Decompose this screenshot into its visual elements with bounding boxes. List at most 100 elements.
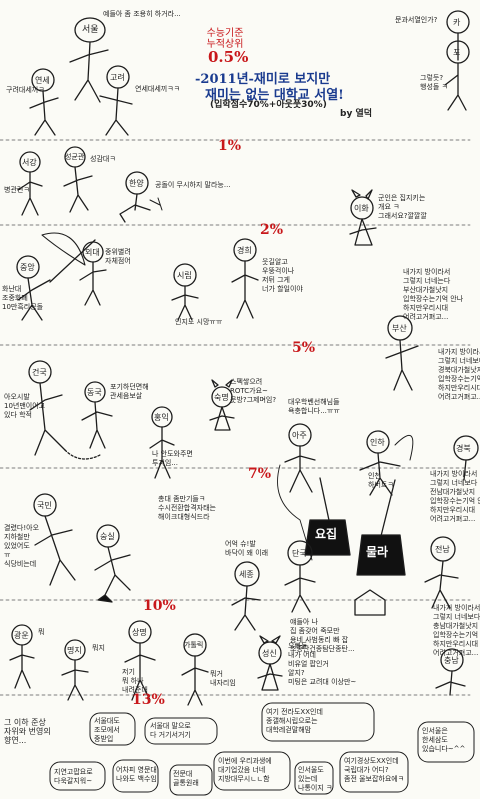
label-busan: 부산 bbox=[392, 324, 407, 333]
stick-figure-ajou bbox=[277, 423, 316, 561]
house-doodle bbox=[354, 589, 386, 616]
caption-chungnam: 내가지 방이라서 그렇지 너네보다 충남대가철낫지 입학장수는기억 안나 하지만… bbox=[433, 604, 480, 657]
band-10: 10% bbox=[143, 598, 176, 614]
stick-figure-korea bbox=[99, 65, 133, 136]
label-ajou: 아주 bbox=[292, 431, 307, 440]
caption-cau: 화난대 조중화폐 10만흑리공돌 bbox=[2, 285, 44, 311]
bottom-bubble-8: 이번에 우리과생에 대기업갔음 너네 지방대무시ㄴㄴ함 bbox=[218, 757, 272, 783]
stick-figure-kwangwoon bbox=[9, 624, 35, 689]
caption-sookmyung: 스펙쌓으려 ROTC가요~ 뭇방?그제며임? bbox=[230, 378, 277, 404]
bottom-speech-boxes bbox=[49, 702, 475, 796]
caption-khu: 웃길알고 우뚱걱이나 저뒤 그게 너가 할일이야 bbox=[262, 258, 303, 293]
bottom-bubble-7: 전문대 골통원래 bbox=[173, 770, 199, 787]
bottom-bubble-1: 서울대도 조모에서 중받입 bbox=[94, 717, 120, 743]
label-inha: 인하 bbox=[370, 438, 385, 447]
caption-ewha: 군인은 집지키는 개요 ㅋ 그래서요?깔깔깔 bbox=[378, 194, 427, 220]
caption-sangmyung: 저기 뭐 하나 내려준대 bbox=[122, 668, 148, 694]
caption-hufs: 중위별려 자체점어 bbox=[105, 248, 131, 265]
stick-figure-dongguk bbox=[81, 381, 113, 449]
caption-busan: 내가지 방이라서 그렇지 너네는다 부산대가철낫지 입학장수는기억 안나 하지만… bbox=[403, 268, 464, 321]
stick-figure-sangmyung bbox=[124, 620, 156, 701]
caption-uos: 인지도 시망ㅠㅠ bbox=[175, 318, 223, 326]
label-khu: 경희 bbox=[237, 246, 252, 255]
label-chungnam: 충남 bbox=[444, 656, 459, 665]
caption-seoul: 예들아 좀 조용히 하거라... bbox=[103, 10, 181, 18]
stick-figure-khu bbox=[231, 238, 259, 319]
caption-hongik: 나 안도와주면 투저임... bbox=[152, 450, 193, 467]
caption-inha-bonus: 인천 하버트ㅋ bbox=[368, 472, 394, 489]
label-sungshin: 성신 bbox=[262, 649, 277, 658]
bottom-bubble-4: 인서울은 한세삼도 있습니다~^^ bbox=[422, 727, 466, 753]
label-myongji: 명지 bbox=[67, 646, 82, 655]
stick-figure-busan bbox=[385, 315, 419, 391]
rank-value: 0.5% bbox=[208, 48, 249, 66]
label-konkuk: 건국 bbox=[32, 368, 47, 377]
label-kaist: 카 bbox=[453, 18, 461, 27]
stick-figure-chungnam bbox=[435, 648, 466, 696]
rank-label-line1: 수능기준 bbox=[206, 28, 244, 39]
stick-figure-yonsei bbox=[29, 68, 59, 136]
stick-figure-postech bbox=[444, 40, 470, 111]
bottom-bubble-9: 인서울도 있는데 나통이지 ㅋ bbox=[298, 766, 333, 792]
label-sogang: 서강 bbox=[22, 158, 37, 167]
label-uos: 시립 bbox=[177, 271, 192, 280]
caption-chonnam: 내가지 방이라서 그렇지 너네보다 전남대가철낫지 입학장수는기억 안나 하지만… bbox=[430, 470, 480, 523]
stick-figure-kaist bbox=[446, 10, 470, 61]
label-catholic: 가톨릭 bbox=[184, 641, 204, 649]
stick-figure-dankook bbox=[284, 540, 316, 613]
stick-figure-hongik bbox=[149, 406, 175, 479]
band-13: 13% bbox=[132, 692, 165, 708]
caption-myongji: 뭐지 bbox=[92, 644, 105, 652]
stick-figure-kyungpook bbox=[453, 435, 479, 481]
caption-konkuk: 아오시발 10년맨이어고 있다 학적 bbox=[4, 393, 46, 419]
weight-label-mulssaem: 물라 bbox=[366, 545, 389, 559]
label-dongguk: 동국 bbox=[87, 388, 102, 397]
label-soongsil: 숭실 bbox=[100, 532, 115, 541]
stick-figure-sejong bbox=[231, 561, 261, 631]
caption-kookmin: 결렸다!아오 지하철만 있었어도 ㅠ 식당비는데 bbox=[4, 524, 40, 568]
weight-mulssaem bbox=[356, 479, 406, 576]
title-line2: 재미는 없는 대학교 서열! bbox=[205, 88, 344, 103]
band-1: 1% bbox=[218, 138, 242, 154]
stick-figure-hufs bbox=[79, 241, 107, 306]
bottom-bubble-6: 어차피 영문대 나와도 백수임 bbox=[116, 766, 157, 783]
label-hufs: 외대 bbox=[85, 248, 100, 257]
label-ewha: 이화 bbox=[354, 204, 369, 213]
caption-korea: 연세대세끼ㅋㅋ bbox=[135, 85, 181, 93]
stick-figure-seoul bbox=[69, 17, 109, 103]
stick-figure-myongji bbox=[61, 639, 89, 701]
rank-label-line2: 누적상위 bbox=[206, 39, 244, 50]
criteria: (입학점수70%+아웃풋30%) bbox=[210, 100, 327, 110]
stick-figure-catholic bbox=[181, 633, 209, 706]
caption-kwangwoon: 뭐 bbox=[38, 628, 45, 636]
label-seoul: 서울 bbox=[82, 25, 99, 35]
caption-postech: 그렇듯? 행성돌 ㅋ bbox=[420, 74, 448, 91]
stick-figure-cau bbox=[16, 232, 96, 321]
label-postech: 포 bbox=[453, 48, 461, 57]
stick-figure-inha bbox=[359, 430, 414, 496]
caption-soongsil: 총대 좀만기들ㅋ 수시전환합격자태는 해이크대형식드라 bbox=[158, 495, 216, 521]
label-cau: 중앙 bbox=[20, 263, 35, 272]
stick-figure-hanyang bbox=[119, 171, 163, 223]
label-kyungpook: 경북 bbox=[456, 444, 471, 453]
caption-sogang: 병관련ㅋ bbox=[4, 186, 30, 194]
stick-figure-sungshin bbox=[257, 635, 283, 691]
caption-dankook: 얘들아 나 집 좀갖어 죽모만 용네 사범동리 빠 잡 조종단건종탐단종탄... bbox=[290, 618, 355, 653]
stick-figure-konkuk bbox=[28, 360, 101, 460]
caption-sungshin: 오빠들 내가 어데 비유얼 팝인거 알지? 미팅은 교려대 이상만~ bbox=[288, 642, 357, 686]
stick-figure-uos bbox=[171, 263, 199, 321]
label-yonsei: 연세 bbox=[35, 76, 50, 85]
caption-catholic: 뭐거 내자리임 bbox=[210, 670, 236, 687]
caption-dongguk: 포기하던면해 관세음보살 bbox=[110, 383, 149, 400]
caption-ajou-inha: 대우학벤선해님들 욕충합니다...ㅠㅠ bbox=[288, 398, 340, 415]
label-sangmyung: 상명 bbox=[132, 628, 147, 637]
rank-label: 수능기준 누적상위 bbox=[200, 28, 250, 50]
weight-yoksim bbox=[304, 477, 351, 556]
label-sejong: 세종 bbox=[239, 570, 254, 579]
caption-kaist: 문과서열인가? bbox=[395, 16, 438, 24]
band-7: 7% bbox=[248, 466, 272, 482]
label-korea: 고려 bbox=[110, 73, 125, 82]
band-5: 5% bbox=[292, 340, 316, 356]
weight-label-yoksim: 요집 bbox=[315, 527, 338, 541]
